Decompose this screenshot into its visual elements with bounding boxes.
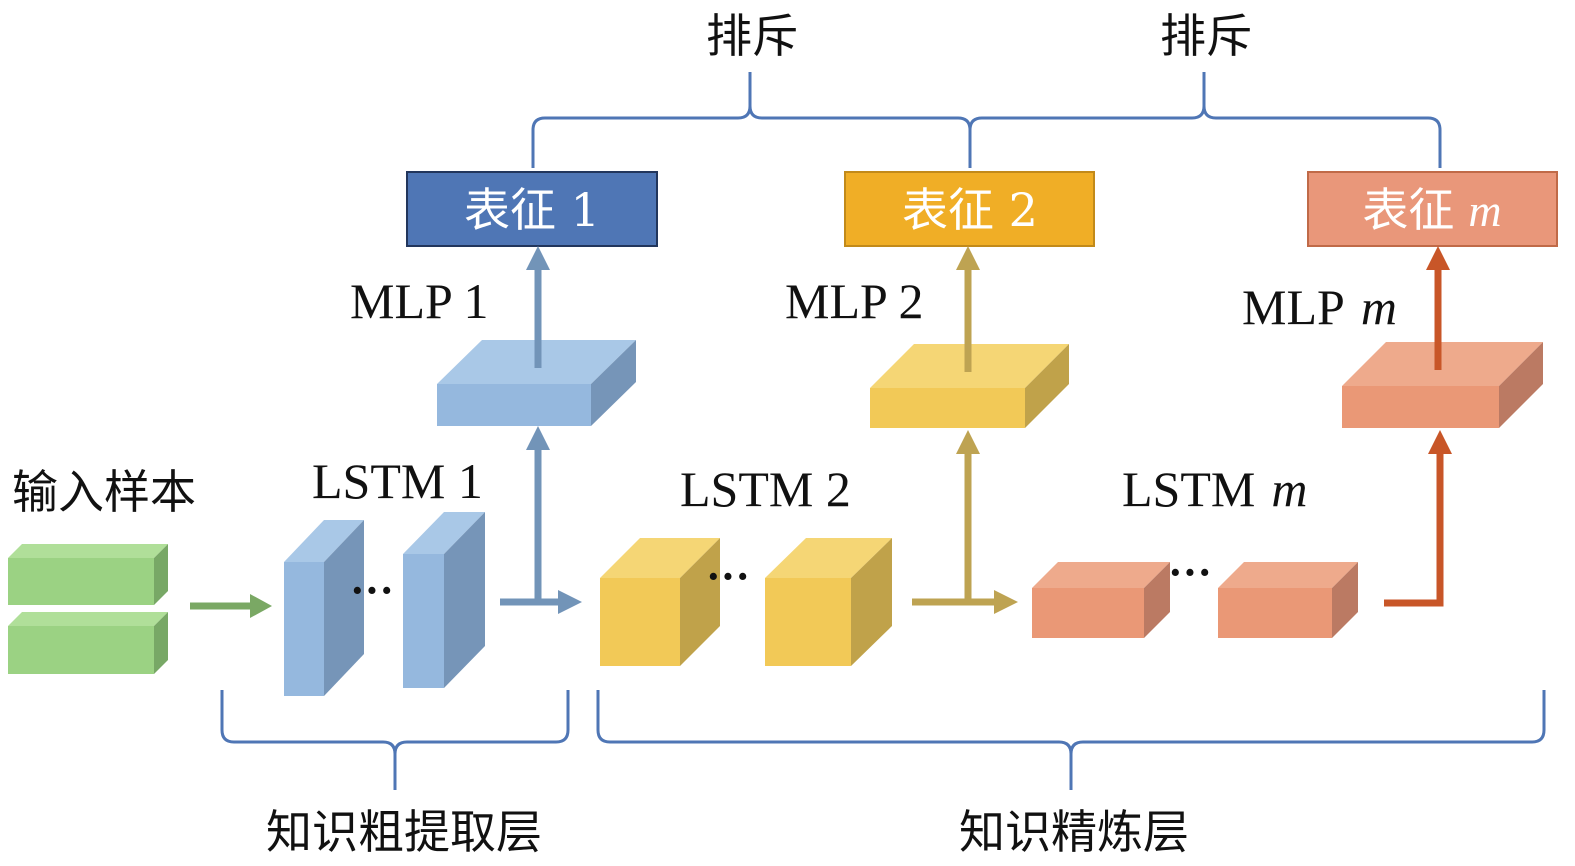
input-sample-block-1 [8,544,168,605]
lstm-2-cube-2 [765,538,892,666]
lstm-m-block-1 [1032,562,1170,638]
lstm-m-output-arrows [1384,246,1452,607]
lstm-2-cube-1 [600,538,720,666]
repulsion-label-right: 排斥 [1160,9,1252,63]
representation-2-label: 表征 2 [902,183,1038,237]
repulsion-bracket-right [968,72,1442,168]
refine-layer-bracket [596,690,1546,790]
representation-1-label: 表征 1 [464,183,600,237]
mlp-1-label: MLP 1 [350,273,488,329]
lstm-1-label: LSTM 1 [312,453,483,509]
lstm-1-ellipsis: ··· [350,566,394,615]
coarse-layer-bracket [220,690,570,790]
coarse-layer-label: 知识粗提取层 [266,805,542,859]
lstm-1-panel-2 [403,512,485,688]
repulsion-bracket-left [531,72,972,168]
representation-2-box: 表征 2 [844,171,1095,247]
lstm-m-ellipsis: ··· [1168,548,1212,597]
lstm-m-block-2 [1218,562,1358,638]
lstm-1-output-arrows [500,246,582,614]
representation-1-box: 表征 1 [406,171,658,247]
input-arrow [190,594,272,618]
refine-layer-label: 知识精炼层 [959,805,1189,859]
mlp-2-label: MLP 2 [785,273,923,329]
lstm-2-label: LSTM 2 [680,461,851,517]
lstm-1-panel-1 [284,520,364,696]
lstm-2-ellipsis: ··· [706,552,750,601]
lstm-2-output-arrows [912,246,1018,614]
repulsion-label-left: 排斥 [706,9,798,63]
input-sample-block-2 [8,612,168,674]
input-samples-label: 输入样本 [12,465,196,519]
mlp-m-block [1342,342,1543,428]
